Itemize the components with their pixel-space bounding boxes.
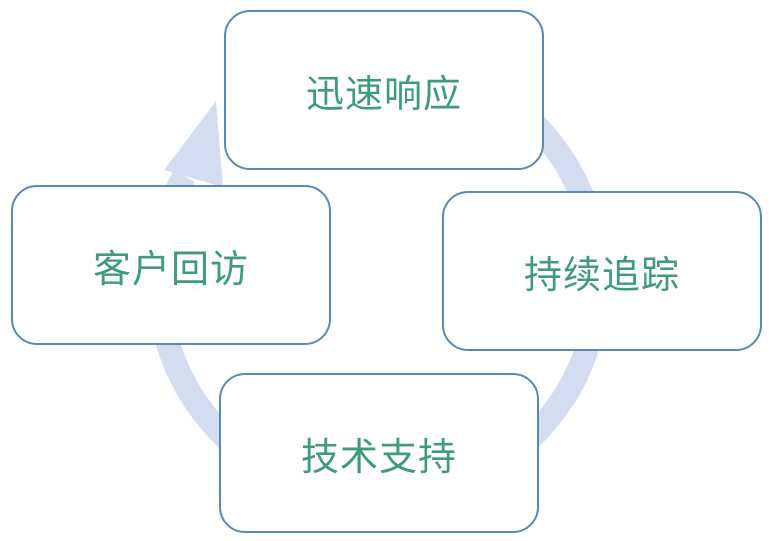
step-box-technical-support: 技术支持 (219, 373, 539, 533)
step-label-continuous-tracking: 持续追踪 (523, 252, 680, 297)
step-box-rapid-response: 迅速响应 (224, 10, 544, 170)
step-box-customer-follow-up: 客户回访 (11, 185, 331, 345)
step-label-customer-follow-up: 客户回访 (92, 246, 249, 291)
step-label-technical-support: 技术支持 (300, 434, 457, 479)
step-label-rapid-response: 迅速响应 (305, 71, 462, 116)
step-box-continuous-tracking: 持续追踪 (442, 191, 762, 351)
